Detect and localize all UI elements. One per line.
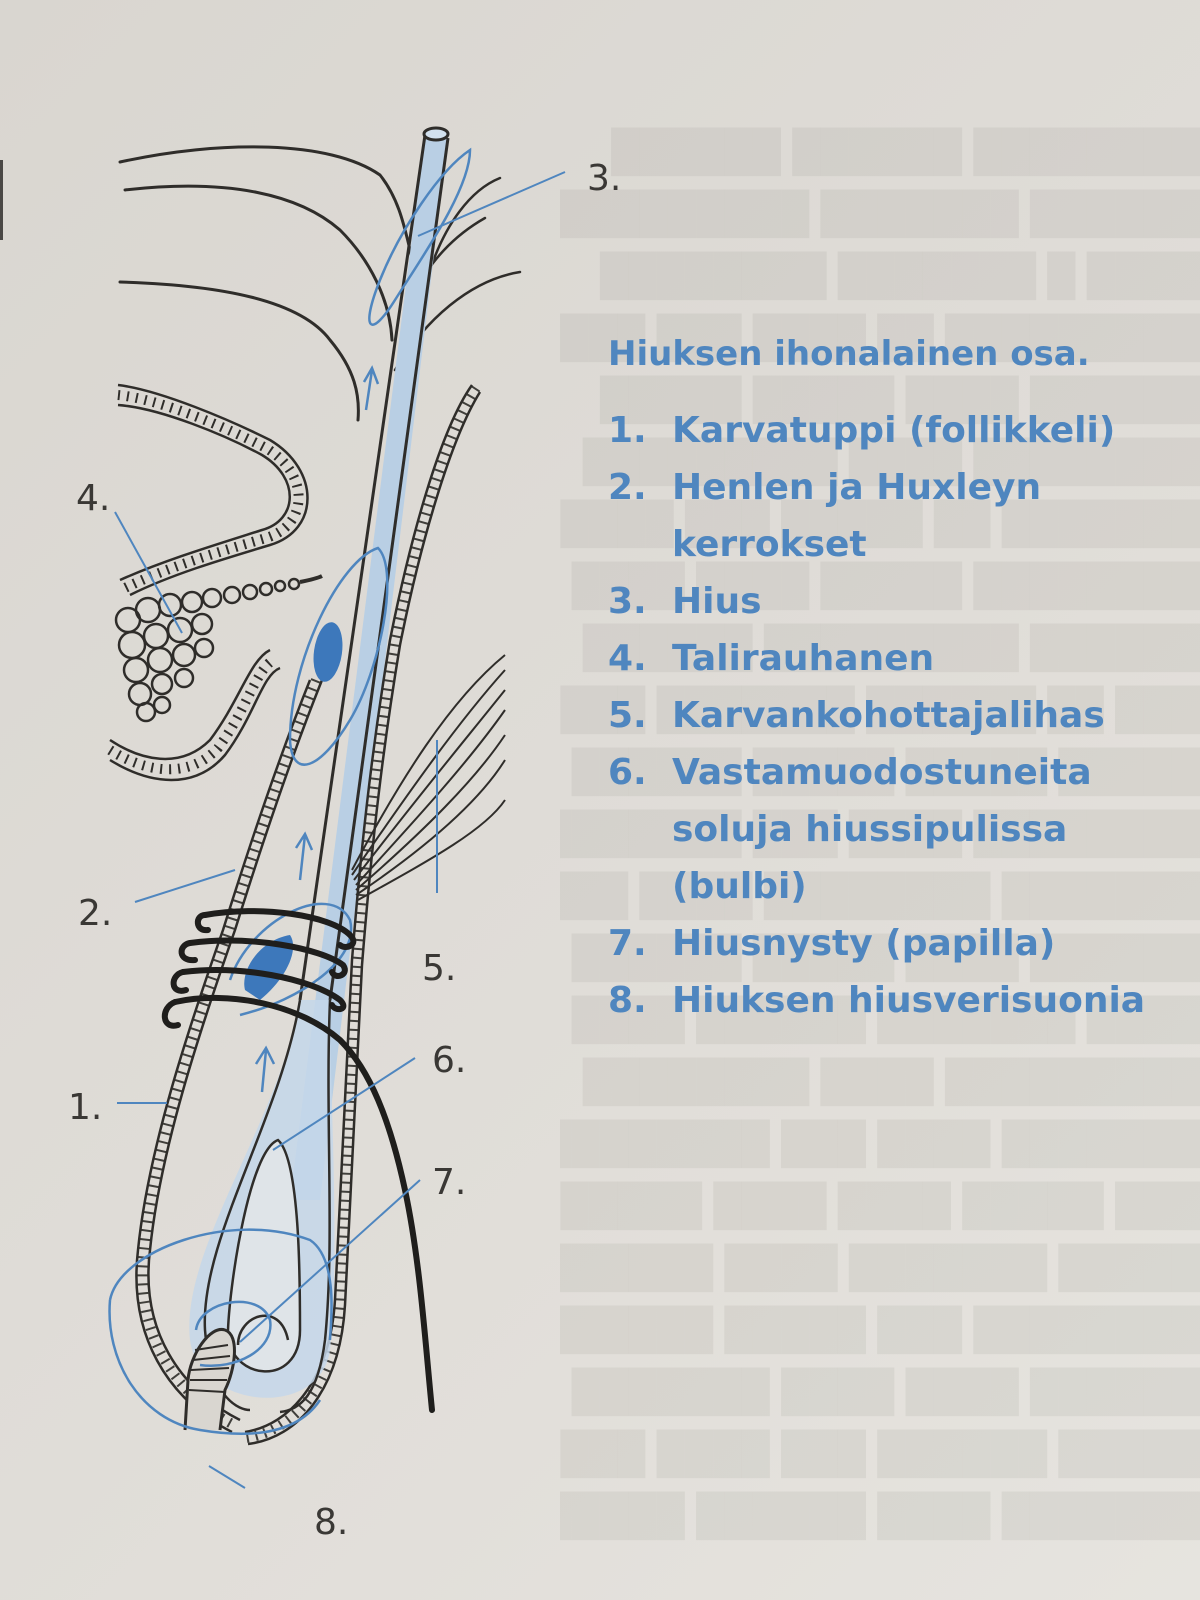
legend-label: Karvankohottajalihas <box>672 695 1105 736</box>
callout-8: 8. <box>314 1502 349 1543</box>
legend-item: 5. Karvankohottajalihas <box>608 687 1188 744</box>
nerve-coils <box>161 908 435 1413</box>
leader-line-6 <box>272 1057 416 1151</box>
sebaceous-gland-cells <box>114 574 323 723</box>
hair-shaft <box>290 126 450 1200</box>
legend-number: 8. <box>608 980 647 1021</box>
legend-number: 4. <box>608 638 647 679</box>
legend-number: 1. <box>608 410 647 451</box>
legend-item: 2. Henlen ja Huxleyn kerrokset <box>608 459 1188 573</box>
legend-label: Hiusnysty (papilla) <box>672 923 1056 964</box>
legend-number: 6. <box>608 752 647 793</box>
callout-1: 1. <box>68 1087 103 1128</box>
callout-5: 5. <box>422 948 457 989</box>
sebaceous-gland-duct <box>107 383 309 782</box>
legend-item: 4. Talirauhanen <box>608 630 1188 687</box>
leader-line-4 <box>114 511 183 634</box>
callout-3: 3. <box>587 158 622 199</box>
legend-label: Vastamuodostuneita soluja hiussipulissa … <box>672 752 1092 907</box>
legend-number: 2. <box>608 467 647 508</box>
legend-label: Karvatuppi (follikkeli) <box>672 410 1116 451</box>
legend-list: 1. Karvatuppi (follikkeli) 2. Henlen ja … <box>608 402 1188 1029</box>
leader-line-7 <box>239 1179 421 1343</box>
legend-number: 7. <box>608 923 647 964</box>
legend-label: Henlen ja Huxleyn kerrokset <box>672 467 1042 565</box>
leader-line-8 <box>208 1465 246 1489</box>
page-edge <box>0 160 3 240</box>
legend-label: Hius <box>672 581 762 622</box>
legend-label: Talirauhanen <box>672 638 935 679</box>
legend-item: 3. Hius <box>608 573 1188 630</box>
growth-arrows <box>254 365 380 1093</box>
legend-label: Hiuksen hiusverisuonia <box>672 980 1146 1021</box>
legend-number: 5. <box>608 695 647 736</box>
leader-lines <box>114 171 566 1489</box>
legend-item: 8. Hiuksen hiusverisuonia <box>608 972 1188 1029</box>
callout-7: 7. <box>432 1162 467 1203</box>
figure-legend: Hiuksen ihonalainen osa. 1. Karvatuppi (… <box>608 334 1188 1029</box>
legend-item: 7. Hiusnysty (papilla) <box>608 915 1188 972</box>
callout-4: 4. <box>76 478 111 519</box>
legend-item: 6. Vastamuodostuneita soluja hiussipulis… <box>608 744 1188 915</box>
legend-number: 3. <box>608 581 647 622</box>
figure-caption: Hiuksen ihonalainen osa. <box>608 334 1090 374</box>
root-sheath-left <box>135 678 324 1434</box>
new-cells-blobs <box>244 622 343 1000</box>
callout-6: 6. <box>432 1040 467 1081</box>
blue-highlight-loops <box>108 147 472 1435</box>
leader-line-2 <box>134 869 236 903</box>
hair-bulb <box>183 999 335 1431</box>
legend-item: 1. Karvatuppi (follikkeli) <box>608 402 1188 459</box>
callout-2: 2. <box>78 893 113 934</box>
leader-line-3 <box>417 171 566 237</box>
